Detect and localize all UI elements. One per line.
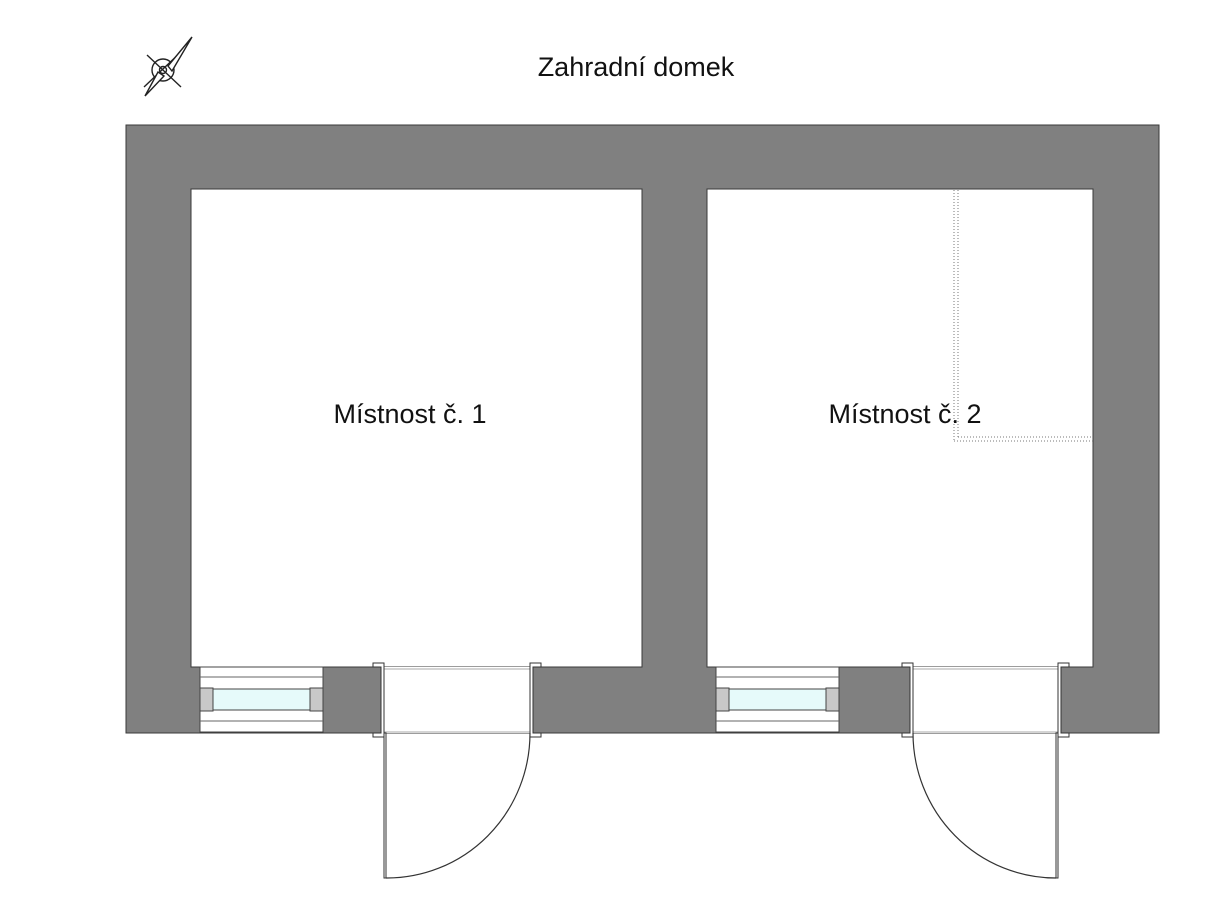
room-1-floor (190, 188, 643, 668)
room-1-label: Místnost č. 1 (333, 399, 486, 429)
window-1 (199, 666, 324, 733)
dotted-area-outline (953, 190, 1093, 442)
door-2 (901, 662, 1070, 879)
door-1 (372, 662, 542, 879)
plan-title: Zahradní domek (538, 52, 735, 82)
north-arrow-icon (143, 36, 193, 97)
window-2 (715, 666, 840, 733)
room-2-floor (706, 188, 1094, 668)
room-2-label: Místnost č. 2 (828, 399, 981, 429)
building-walls (125, 124, 1160, 734)
